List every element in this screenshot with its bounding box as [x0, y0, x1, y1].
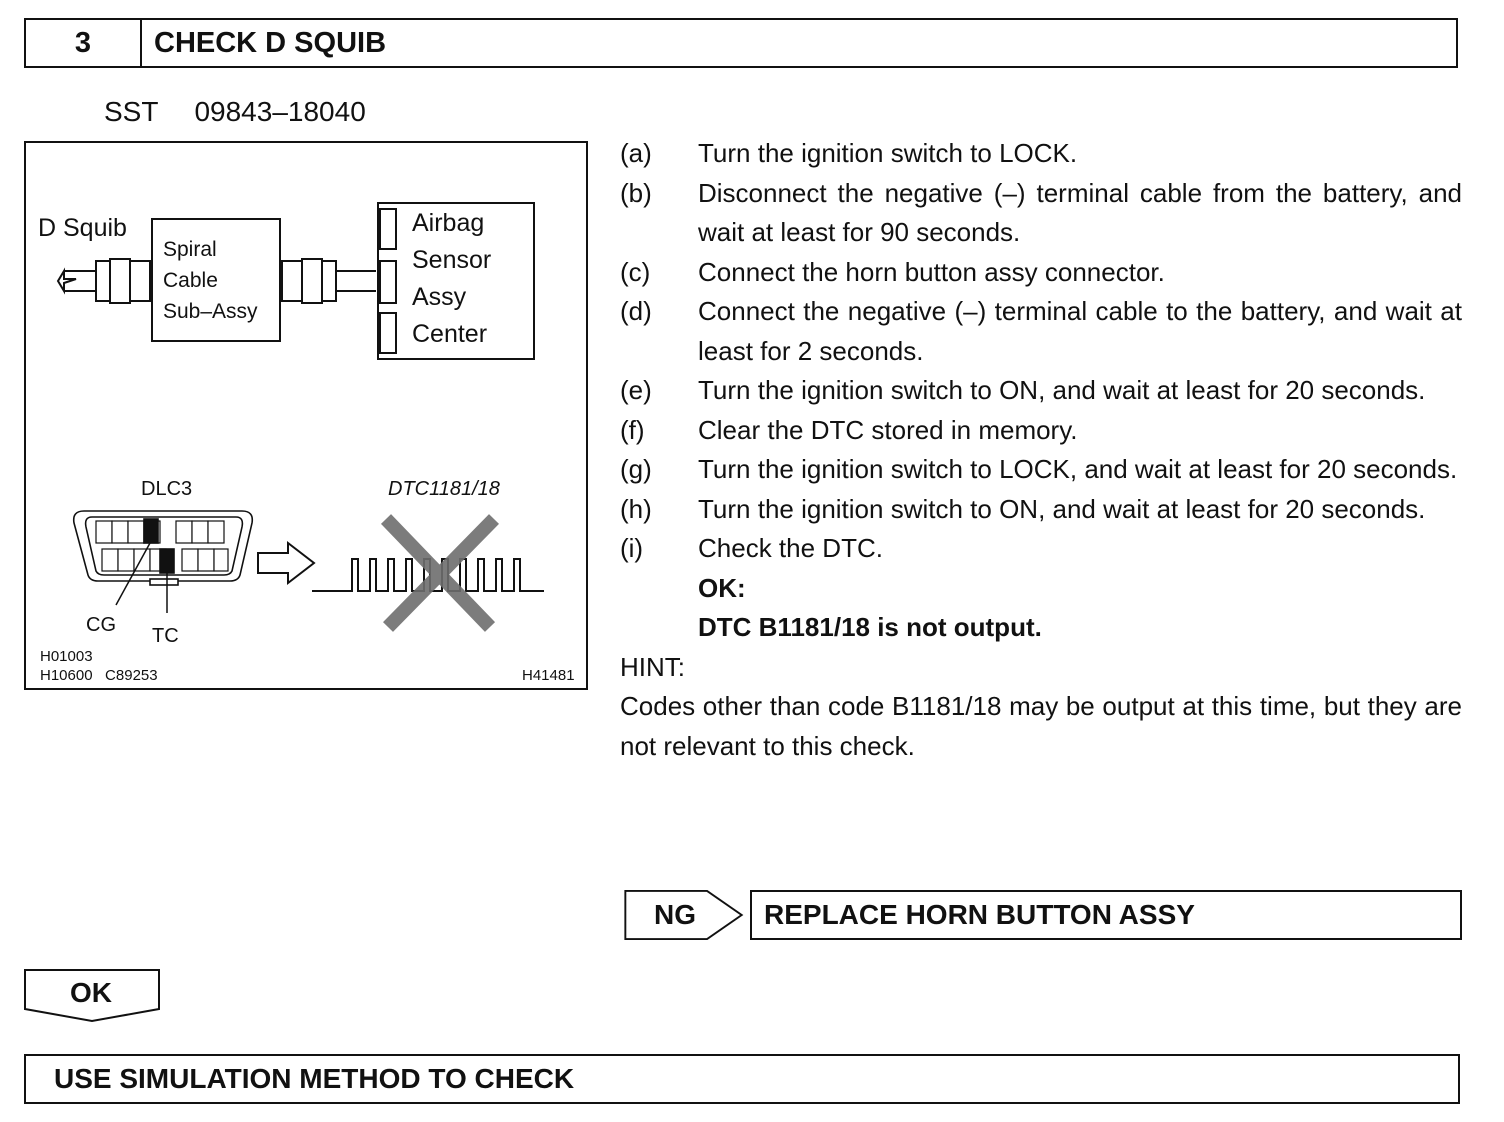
step-text: Check the DTC. — [698, 533, 883, 563]
step-label: (d) — [620, 296, 652, 326]
step-text: Disconnect the negative (–) terminal cab… — [698, 177, 1462, 248]
ng-branch: NG REPLACE HORN BUTTON ASSY — [622, 890, 1462, 942]
ng-label: NG — [654, 899, 696, 930]
sensor-label-3: Assy — [412, 283, 467, 311]
spiral-label-3: Sub–Assy — [163, 300, 258, 323]
step-f: (f) Clear the DTC stored in memory. — [620, 411, 1462, 451]
spiral-label-1: Spiral — [163, 238, 217, 261]
step-text: Turn the ignition switch to ON, and wait… — [698, 375, 1426, 405]
cross-mark-icon — [380, 514, 499, 632]
dlc3-connector — [72, 510, 254, 586]
sst-code: 09843–18040 — [194, 96, 366, 127]
ng-arrow-tag — [624, 890, 744, 940]
wiring-figure: D Squib Spiral Cable Sub–Assy — [24, 141, 588, 690]
dtc-label: DTC1181/18 — [388, 478, 500, 500]
arrow-icon — [257, 540, 316, 586]
step-b: (b) Disconnect the negative (–) terminal… — [620, 174, 1462, 253]
step-d: (d) Connect the negative (–) terminal ca… — [620, 292, 1462, 371]
hint-text: Codes other than code B1181/18 may be ou… — [620, 691, 1462, 761]
step-label: (f) — [620, 414, 645, 445]
step-header: 3 CHECK D SQUIB — [24, 18, 1458, 68]
step-i: (i) Check the DTC. — [620, 529, 1462, 569]
step-title: CHECK D SQUIB — [154, 26, 387, 59]
spiral-cable-box — [151, 218, 281, 342]
step-number: 3 — [26, 20, 142, 66]
step-label: (i) — [620, 533, 644, 563]
step-text: Connect the horn button assy connector. — [698, 256, 1165, 287]
ref-code-1: H01003 — [40, 648, 93, 665]
step-label: (c) — [620, 256, 651, 287]
middle-connector — [280, 258, 376, 304]
ok-criteria-label: OK: — [698, 572, 746, 603]
sensor-label-2: Sensor — [412, 246, 491, 274]
step-text: Clear the DTC stored in memory. — [698, 414, 1078, 445]
dlc3-label: DLC3 — [141, 478, 192, 500]
step-label: (e) — [620, 375, 652, 405]
sensor-label-1: Airbag — [412, 209, 484, 237]
ok-criteria-text: DTC B1181/18 is not output. — [698, 612, 1042, 642]
ok-branch-tag: OK — [24, 969, 162, 1023]
sst-label: SST — [104, 96, 159, 127]
tc-label: TC — [152, 625, 179, 647]
next-step-box: USE SIMULATION METHOD TO CHECK — [24, 1054, 1460, 1104]
ok-arrow-tag — [24, 969, 160, 1023]
step-c: (c) Connect the horn button assy connect… — [620, 253, 1462, 293]
step-label: (b) — [620, 177, 652, 208]
ng-action-box: REPLACE HORN BUTTON ASSY — [750, 890, 1462, 940]
dtc-waveform — [312, 558, 544, 592]
step-e: (e) Turn the ignition switch to ON, and … — [620, 371, 1462, 411]
step-h: (h) Turn the ignition switch to ON, and … — [620, 490, 1462, 530]
d-squib-label: D Squib — [38, 214, 127, 242]
hint-label: HINT: — [620, 651, 685, 682]
wiring-diagram: D Squib Spiral Cable Sub–Assy — [38, 202, 575, 684]
squib-connector — [56, 258, 152, 304]
step-label: (a) — [620, 138, 652, 168]
step-g: (g) Turn the ignition switch to LOCK, an… — [620, 450, 1462, 490]
step-text: Connect the negative (–) terminal cable … — [698, 296, 1462, 366]
procedure-steps: (a) Turn the ignition switch to LOCK. (b… — [620, 134, 1462, 766]
step-label: (h) — [620, 493, 652, 524]
airbag-sensor-box — [377, 202, 535, 360]
cg-label: CG — [86, 614, 116, 636]
sst-line: SST 09843–18040 — [104, 96, 366, 128]
step-text: Turn the ignition switch to ON, and wait… — [698, 493, 1426, 524]
step-text: Turn the ignition switch to LOCK, and wa… — [698, 454, 1458, 484]
step-text: Turn the ignition switch to LOCK. — [698, 138, 1078, 168]
ok-tag-label: OK — [70, 977, 112, 1008]
spiral-label-2: Cable — [163, 269, 218, 292]
step-label: (g) — [620, 454, 652, 484]
ref-code-2: H10600 C89253 — [40, 667, 158, 684]
ref-code-3: H41481 — [522, 667, 575, 684]
sensor-terminals — [379, 208, 397, 354]
ok-criteria: OK: DTC B1181/18 is not output. — [620, 569, 1462, 648]
step-a: (a) Turn the ignition switch to LOCK. — [620, 134, 1462, 174]
sensor-label-4: Center — [412, 320, 487, 348]
